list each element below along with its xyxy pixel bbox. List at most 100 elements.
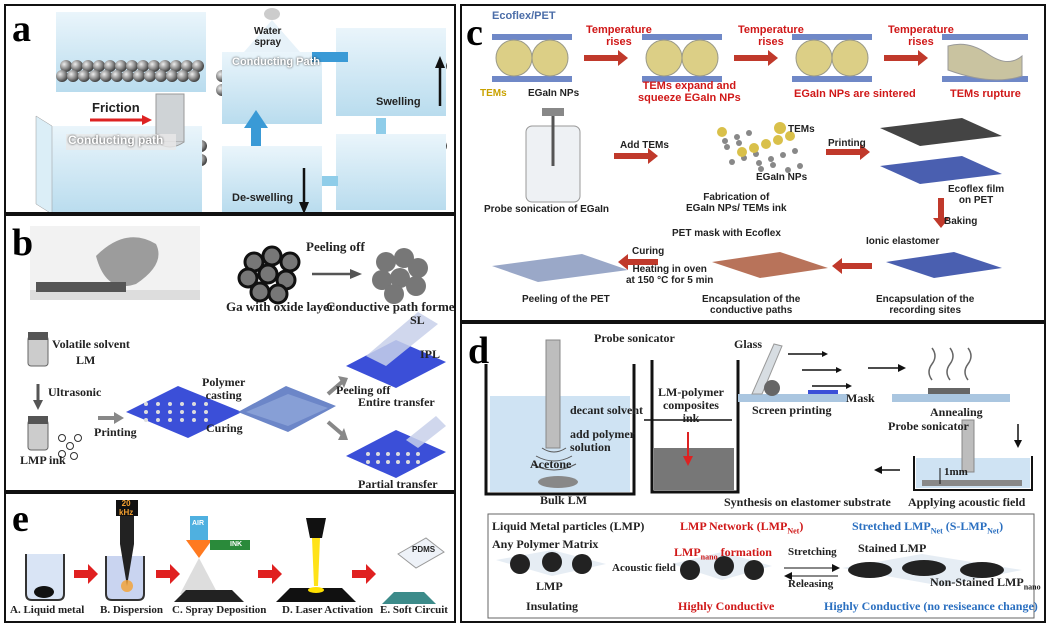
stretched-lmp: [848, 562, 892, 578]
transferred-dot: [376, 460, 380, 464]
ecoflex-layer: [492, 34, 572, 40]
red-arrow-shaft: [156, 570, 170, 578]
printed-dot: [192, 402, 196, 406]
lmp-title-label: Liquid Metal particles (LMP): [492, 519, 645, 533]
stretch-head: [832, 564, 840, 572]
red-arrow-head: [366, 564, 376, 584]
lmp-network-label: LMP Network (LMPNet): [680, 519, 804, 536]
non-stained-sub: nano: [1023, 582, 1041, 592]
transferred-dot: [386, 452, 390, 456]
mask-label: Mask: [846, 391, 875, 405]
panel-a-label: a: [12, 8, 31, 50]
stretched-tail: (S-LMP: [942, 519, 988, 533]
lmp-nano-text: LMP: [674, 545, 701, 559]
curing-label-c: Curing: [632, 246, 665, 257]
tem-sphere: [831, 39, 869, 77]
non-stained-label: Non-Stained LMPnano: [930, 575, 1041, 592]
stretched-label: Stretched LMPNet (S-LMPNet): [852, 519, 1004, 536]
tem-sphere: [495, 39, 533, 77]
partial-transfer-label: Partial transfer: [358, 477, 438, 491]
ink-particle: [797, 163, 803, 169]
ecoflex-layer: [942, 34, 1028, 40]
ink-particle: [785, 131, 795, 141]
lmp-sphere: [744, 560, 764, 580]
probe-sonicator-label: Probe sonicator: [594, 331, 675, 345]
ink-particle: [722, 138, 728, 144]
heating-label: Heating in oven at 150 °C for 5 min: [626, 264, 714, 286]
polymer-casting-label: Polymer casting: [202, 375, 246, 403]
transferred-dot: [376, 452, 380, 456]
ink-particle: [792, 148, 798, 154]
peeling-off-top-label: Peeling off: [306, 239, 365, 254]
ink-particle: [756, 160, 762, 166]
motion-head: [836, 367, 842, 373]
bulk-lm-label: Bulk LM: [540, 493, 588, 507]
conductive-path-label: Conductive path formed: [326, 299, 456, 314]
releasing-label: Releasing: [788, 578, 834, 590]
particle: [56, 70, 68, 82]
particle: [104, 60, 116, 72]
step-c-label: C. Spray Deposition: [172, 604, 267, 616]
stretched-lmp: [902, 560, 946, 576]
ink-particle: [770, 162, 776, 168]
curing-label: Curing: [206, 421, 243, 435]
transferred-dot: [416, 460, 420, 464]
ink-particle: [734, 134, 740, 140]
acoustic-field-label: Acoustic field: [612, 562, 676, 574]
particle: [82, 60, 94, 72]
red-arrow-head: [860, 144, 870, 160]
printed-dot: [156, 402, 160, 406]
ink-label: INK: [230, 541, 243, 548]
temp-rises-1: Temperature rises: [586, 24, 652, 49]
red-arrow-shaft: [628, 259, 658, 265]
particle: [137, 60, 149, 72]
lmp-sphere: [680, 560, 700, 580]
printed-dot: [144, 402, 148, 406]
khz-label: 20 kHz: [119, 499, 134, 517]
printed-dot: [156, 410, 160, 414]
release-head: [784, 572, 792, 580]
particle: [181, 60, 193, 72]
red-arrow-head: [933, 218, 949, 228]
encap-cond-label: Encapsulation of the conductive paths: [702, 294, 801, 316]
panel-b: b Peeling off Ga with oxide layer Conduc…: [4, 214, 456, 492]
ecoflex-layer: [642, 76, 722, 82]
ultrasonic-label: Ultrasonic: [48, 385, 102, 399]
printed-dot: [168, 410, 172, 414]
particle: [60, 60, 72, 72]
temp-rises-2: Temperature rises: [738, 24, 804, 49]
egain-nps-label: EGaIn NPs: [528, 88, 580, 99]
ink-particle: [729, 159, 735, 165]
ink-particle: [773, 135, 783, 145]
step-d-label: D. Laser Activation: [282, 604, 374, 616]
transferred-dot: [396, 460, 400, 464]
ink-particle: [785, 167, 791, 173]
tem-particle: [774, 122, 786, 134]
ink-particle: [749, 143, 759, 153]
tems-label: TEMs: [480, 88, 507, 99]
step-b-label: B. Dispersion: [100, 604, 163, 616]
tem-sphere: [531, 39, 569, 77]
red-arrow-head: [618, 50, 628, 66]
red-arrow-head: [170, 564, 180, 584]
pdms-label: PDMS: [412, 545, 436, 554]
acetone-label: Acetone: [530, 457, 572, 471]
printed-dot: [192, 418, 196, 422]
printed-dot: [180, 418, 184, 422]
particle: [111, 70, 123, 82]
air-label: AIR: [192, 520, 205, 527]
panel-c: c Ecoflex/PET Temperature rises Temperat…: [460, 4, 1046, 322]
flow-head: [1014, 440, 1022, 448]
particle: [192, 60, 204, 72]
ink-particle: [717, 127, 727, 137]
merged-particle: [372, 270, 392, 290]
lmp-ink-label: LMP ink: [20, 453, 66, 467]
panel-b-label: b: [12, 222, 34, 264]
red-arrow-shaft: [842, 263, 872, 269]
red-arrow-head: [88, 564, 98, 584]
lmp-network-sub: Net: [787, 526, 800, 536]
baking-label: Baking: [944, 216, 978, 227]
red-arrow-head: [648, 148, 658, 164]
fabrication-label: Fabrication of EGaIn NPs/ TEMs ink: [686, 192, 787, 214]
merged-particle: [406, 276, 426, 296]
